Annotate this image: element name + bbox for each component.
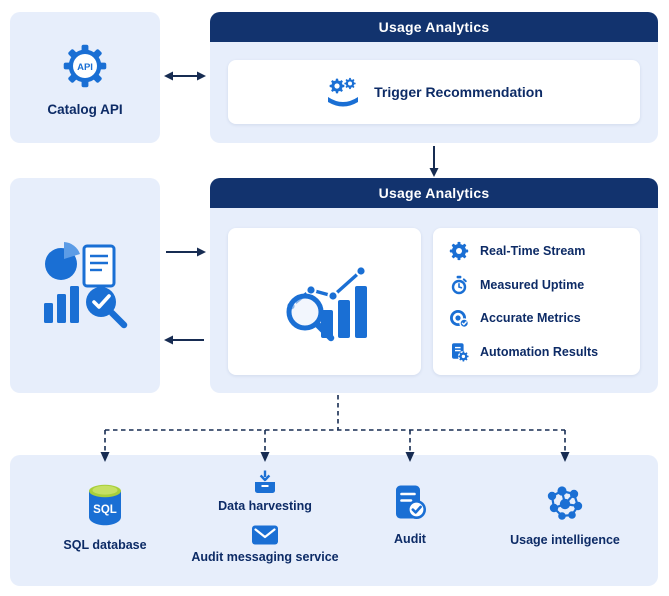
feature-label: Real-Time Stream — [480, 244, 586, 258]
panel-title: Usage Analytics — [210, 12, 658, 42]
target-check-icon — [450, 310, 469, 329]
services-panel: SQL SQL database Data harvesting Audit m… — [10, 455, 658, 586]
audit-messaging-label: Audit messaging service — [191, 550, 339, 564]
sql-database-item: SQL SQL database — [35, 481, 175, 552]
catalog-api-card: API Catalog API — [10, 12, 160, 143]
sql-database-icon: SQL — [89, 484, 121, 526]
document-gear-icon — [452, 343, 469, 362]
usage-intelligence-label: Usage intelligence — [510, 533, 620, 547]
hand-gears-icon — [328, 77, 359, 107]
data-harvesting-icon — [255, 470, 275, 493]
sql-database-label: SQL database — [63, 538, 147, 552]
analytics-overview-card — [10, 178, 160, 393]
envelope-icon — [252, 525, 278, 545]
audit-label: Audit — [394, 532, 426, 546]
feature-label: Accurate Metrics — [480, 311, 581, 326]
panel-title: Usage Analytics — [210, 178, 658, 208]
brain-circuit-icon — [547, 486, 583, 520]
trigger-recommendation-label: Trigger Recommendation — [374, 84, 543, 100]
usage-analytics-top-panel: Usage Analytics Trigger Recommendation — [210, 12, 658, 143]
trigger-recommendation-card: Trigger Recommendation — [228, 60, 640, 124]
data-harvesting-item: Data harvesting Audit messaging service — [185, 469, 345, 564]
feature-row-accurate-metrics: Accurate Metrics — [449, 308, 624, 329]
audit-item: Audit — [340, 483, 480, 546]
dashed-distribution-lines — [104, 395, 566, 452]
analytics-report-icon — [44, 241, 128, 328]
data-harvesting-label: Data harvesting — [218, 499, 312, 513]
feature-row-measured-uptime: Measured Uptime — [449, 275, 624, 295]
feature-row-realtime-stream: Real-Time Stream — [449, 241, 624, 261]
feature-row-automation-results: Automation Results — [449, 342, 624, 362]
api-gear-icon: API — [63, 44, 107, 87]
feature-label: Automation Results — [480, 344, 599, 359]
api-icon-text: API — [77, 61, 93, 72]
features-card: Real-Time Stream Measured Uptime — [433, 228, 640, 375]
feature-label: Measured Uptime — [480, 277, 585, 292]
audit-check-icon — [396, 485, 426, 519]
gear-icon — [449, 241, 469, 261]
usage-analytics-main-panel: Usage Analytics — [210, 178, 658, 393]
usage-intelligence-item: Usage intelligence — [485, 481, 645, 547]
chart-card — [228, 228, 421, 375]
catalog-api-label: Catalog API — [47, 101, 123, 117]
stopwatch-icon — [451, 275, 467, 294]
sql-icon-text: SQL — [93, 504, 117, 516]
chart-magnifier-icon — [284, 264, 367, 341]
